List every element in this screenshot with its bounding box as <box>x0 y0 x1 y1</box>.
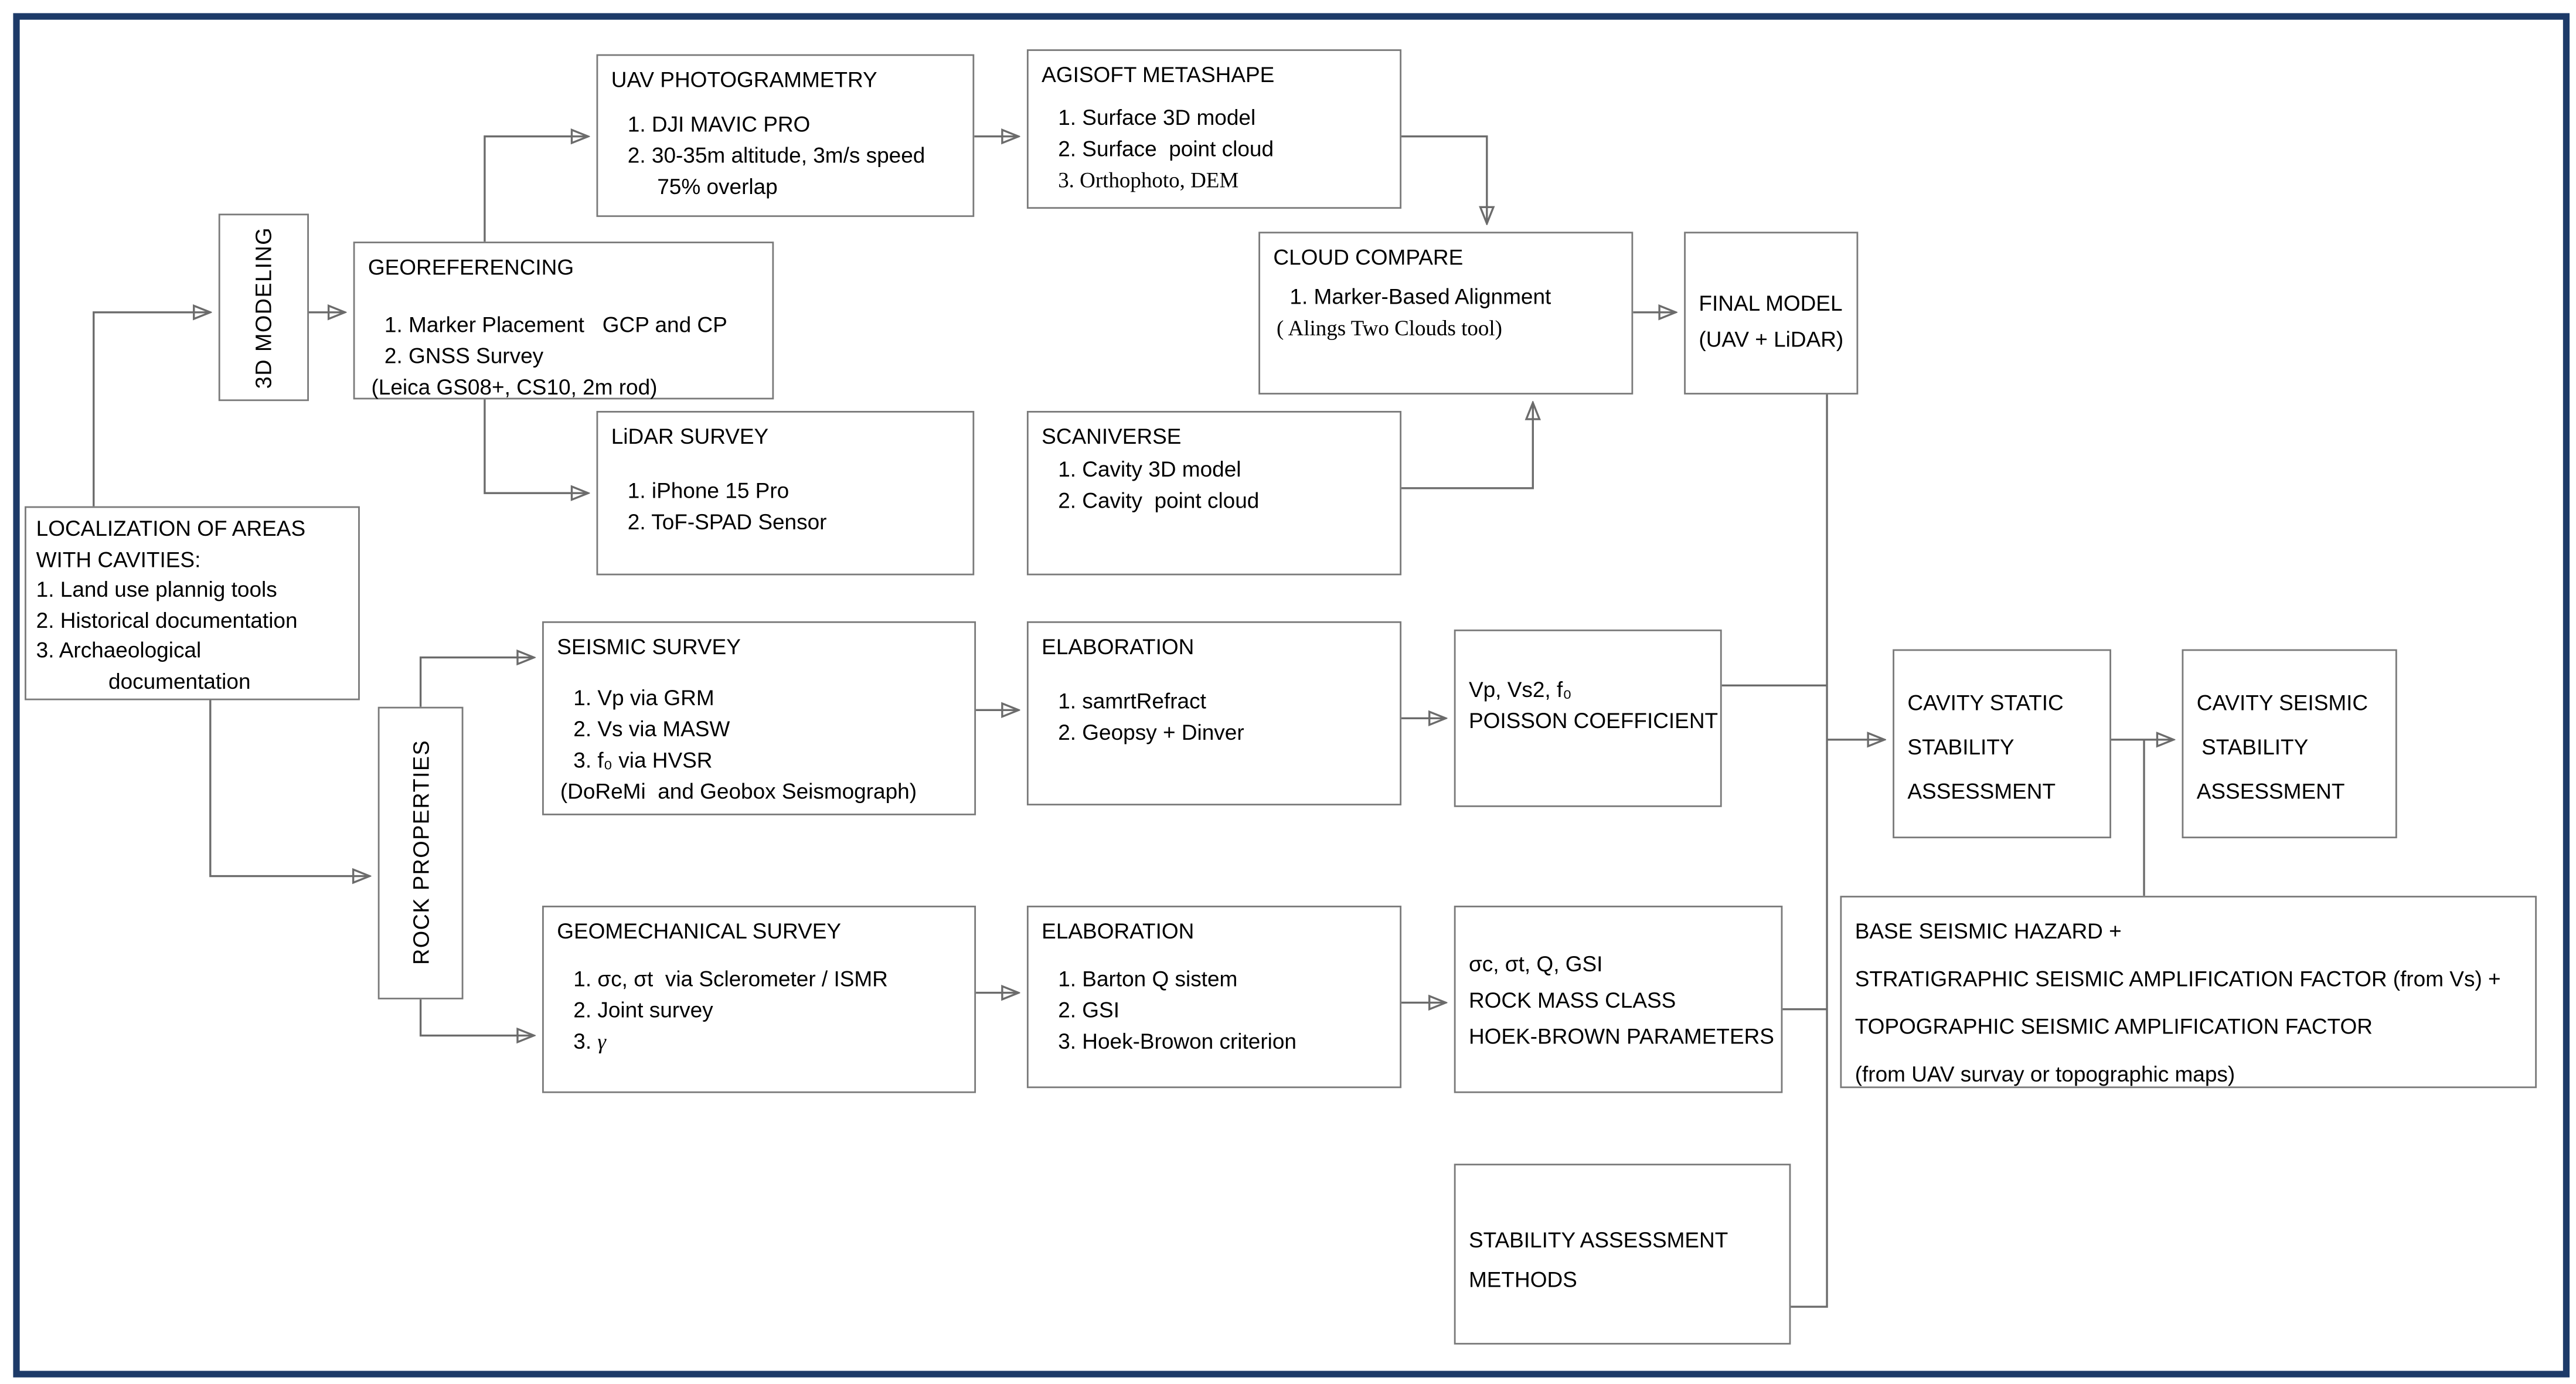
node-item: 3. Archaeological <box>36 637 202 663</box>
node-note: ( Alings Two Clouds tool) <box>1277 315 1502 341</box>
node-label: POISSON COEFFICIENT <box>1468 708 1719 733</box>
node-label: CAVITY SEISMIC <box>2196 690 2369 715</box>
node-label: CAVITY STATIC <box>1907 690 2064 715</box>
node-geomechanical-survey: GEOMECHANICAL SURVEY 1. σc, σt via Scler… <box>542 906 976 1093</box>
node-item: 2. Cavity point cloud <box>1058 488 1260 513</box>
node-label: FINAL MODEL <box>1699 291 1843 316</box>
node-item: 3. Hoek-Browon criterion <box>1058 1029 1296 1054</box>
node-agisoft-metashape: AGISOFT METASHAPE 1. Surface 3D model 2.… <box>1026 49 1402 209</box>
gamma-symbol: γ <box>597 1029 606 1054</box>
node-label: ROCK PROPERTIES <box>408 740 433 966</box>
node-base-seismic-hazard: BASE SEISMIC HAZARD + STRATIGRAPHIC SEIS… <box>1840 896 2537 1089</box>
node-title: CLOUD COMPARE <box>1273 244 1464 270</box>
node-title: AGISOFT METASHAPE <box>1042 62 1275 87</box>
node-title: ELABORATION <box>1042 634 1195 659</box>
node-stability-assessment-methods: STABILITY ASSESSMENT METHODS <box>1454 1164 1791 1345</box>
outer-frame <box>13 13 2570 1378</box>
node-scaniverse: SCANIVERSE 1. Cavity 3D model 2. Cavity … <box>1026 411 1402 576</box>
node-label: TOPOGRAPHIC SEISMIC AMPLIFICATION FACTOR <box>1854 1014 2373 1039</box>
node-title: LiDAR SURVEY <box>611 424 769 449</box>
node-label: WITH CAVITIES: <box>36 546 201 572</box>
node-rock-properties: ROCK PROPERTIES <box>377 706 464 999</box>
node-label: LOCALIZATION OF AREAS <box>36 516 306 541</box>
node-item: 2. Joint survey <box>573 998 713 1023</box>
node-final-model: FINAL MODEL (UAV + LiDAR) <box>1684 232 1859 395</box>
node-label: Vp, Vs2, f₀ <box>1468 677 1572 702</box>
node-item: 3. f₀ via HVSR <box>573 747 713 773</box>
node-title: ELABORATION <box>1042 919 1195 944</box>
node-label: 3D MODELING <box>251 226 276 389</box>
node-label: BASE SEISMIC HAZARD + <box>1854 919 2122 944</box>
node-cavity-static-assessment: CAVITY STATIC STABILITY ASSESSMENT <box>1893 649 2111 839</box>
node-cavity-seismic-assessment: CAVITY SEISMIC STABILITY ASSESSMENT <box>2182 649 2397 839</box>
node-note: (Leica GS08+, CS10, 2m rod) <box>371 375 658 400</box>
node-3d-modeling: 3D MODELING <box>218 213 309 402</box>
node-item: 3. Orthophoto, DEM <box>1058 168 1239 193</box>
node-label: (from UAV survay or topographic maps) <box>1854 1062 2235 1087</box>
node-uav-photogrammetry: UAV PHOTOGRAMMETRY 1. DJI MAVIC PRO 2. 3… <box>596 54 975 217</box>
node-rock-mass-parameters: σc, σt, Q, GSI ROCK MASS CLASS HOEK-BROW… <box>1454 906 1783 1093</box>
node-elaboration-seismic: ELABORATION 1. samrtRefract 2. Geopsy + … <box>1026 621 1402 805</box>
node-label: STABILITY ASSESSMENT <box>1468 1227 1728 1253</box>
node-title: UAV PHOTOGRAMMETRY <box>611 67 877 93</box>
node-label: HOEK-BROWN PARAMETERS <box>1468 1023 1774 1049</box>
node-item: documentation <box>108 668 251 693</box>
node-georeferencing: GEOREFERENCING 1. Marker Placement GCP a… <box>353 242 774 400</box>
node-item: 1. DJI MAVIC PRO <box>627 111 811 137</box>
node-item: 2. Vs via MASW <box>573 716 730 742</box>
node-title: GEOMECHANICAL SURVEY <box>557 919 842 944</box>
node-title: SEISMIC SURVEY <box>557 634 741 659</box>
node-item: 1. Marker Placement GCP and CP <box>384 312 727 337</box>
node-note: (DoReMi and Geobox Seismograph) <box>560 779 917 804</box>
node-item: 2. 30-35m altitude, 3m/s speed <box>627 142 925 168</box>
node-label: METHODS <box>1468 1267 1577 1292</box>
node-label: STRATIGRAPHIC SEISMIC AMPLIFICATION FACT… <box>1854 966 2501 991</box>
node-poisson-coefficient: Vp, Vs2, f₀ POISSON COEFFICIENT <box>1454 629 1722 807</box>
node-label: (UAV + LiDAR) <box>1699 327 1844 352</box>
node-item: 1. Surface 3D model <box>1058 105 1256 130</box>
node-item: 1. Vp via GRM <box>573 685 714 710</box>
node-lidar-survey: LiDAR SURVEY 1. iPhone 15 Pro 2. ToF-SPA… <box>596 411 975 576</box>
node-item: 2. Historical documentation <box>36 607 298 633</box>
node-item: 1. Barton Q sistem <box>1058 966 1238 991</box>
node-item: 2. GSI <box>1058 998 1120 1023</box>
node-label: σc, σt, Q, GSI <box>1468 951 1603 977</box>
node-item: 2. Surface point cloud <box>1058 136 1274 161</box>
node-localization: LOCALIZATION OF AREAS WITH CAVITIES: 1. … <box>25 506 360 700</box>
node-item: 2. ToF-SPAD Sensor <box>627 509 827 535</box>
node-title: SCANIVERSE <box>1042 424 1182 449</box>
node-label: ASSESSMENT <box>2196 779 2345 804</box>
node-cloud-compare: CLOUD COMPARE 1. Marker-Based Alignment … <box>1258 232 1634 395</box>
node-item: 1. iPhone 15 Pro <box>627 478 790 504</box>
node-label: ASSESSMENT <box>1907 779 2056 804</box>
node-item: 1. σc, σt via Sclerometer / ISMR <box>573 966 888 991</box>
node-title: GEOREFERENCING <box>367 254 574 280</box>
node-item: 2. GNSS Survey <box>384 344 544 369</box>
node-elaboration-geomechanical: ELABORATION 1. Barton Q sistem 2. GSI 3.… <box>1026 906 1402 1089</box>
node-item: 1. Cavity 3D model <box>1058 457 1241 482</box>
node-item: 1. samrtRefract <box>1058 688 1206 713</box>
node-label: ROCK MASS CLASS <box>1468 988 1676 1013</box>
node-item: 3. γ <box>573 1029 606 1054</box>
node-item: 2. Geopsy + Dinver <box>1058 720 1244 745</box>
node-label: STABILITY <box>2201 734 2309 760</box>
node-item: 1. Marker-Based Alignment <box>1289 284 1551 310</box>
node-seismic-survey: SEISMIC SURVEY 1. Vp via GRM 2. Vs via M… <box>542 621 976 815</box>
node-item: 75% overlap <box>657 174 778 199</box>
node-item: 1. Land use plannig tools <box>36 577 277 602</box>
node-label: STABILITY <box>1907 734 2014 760</box>
